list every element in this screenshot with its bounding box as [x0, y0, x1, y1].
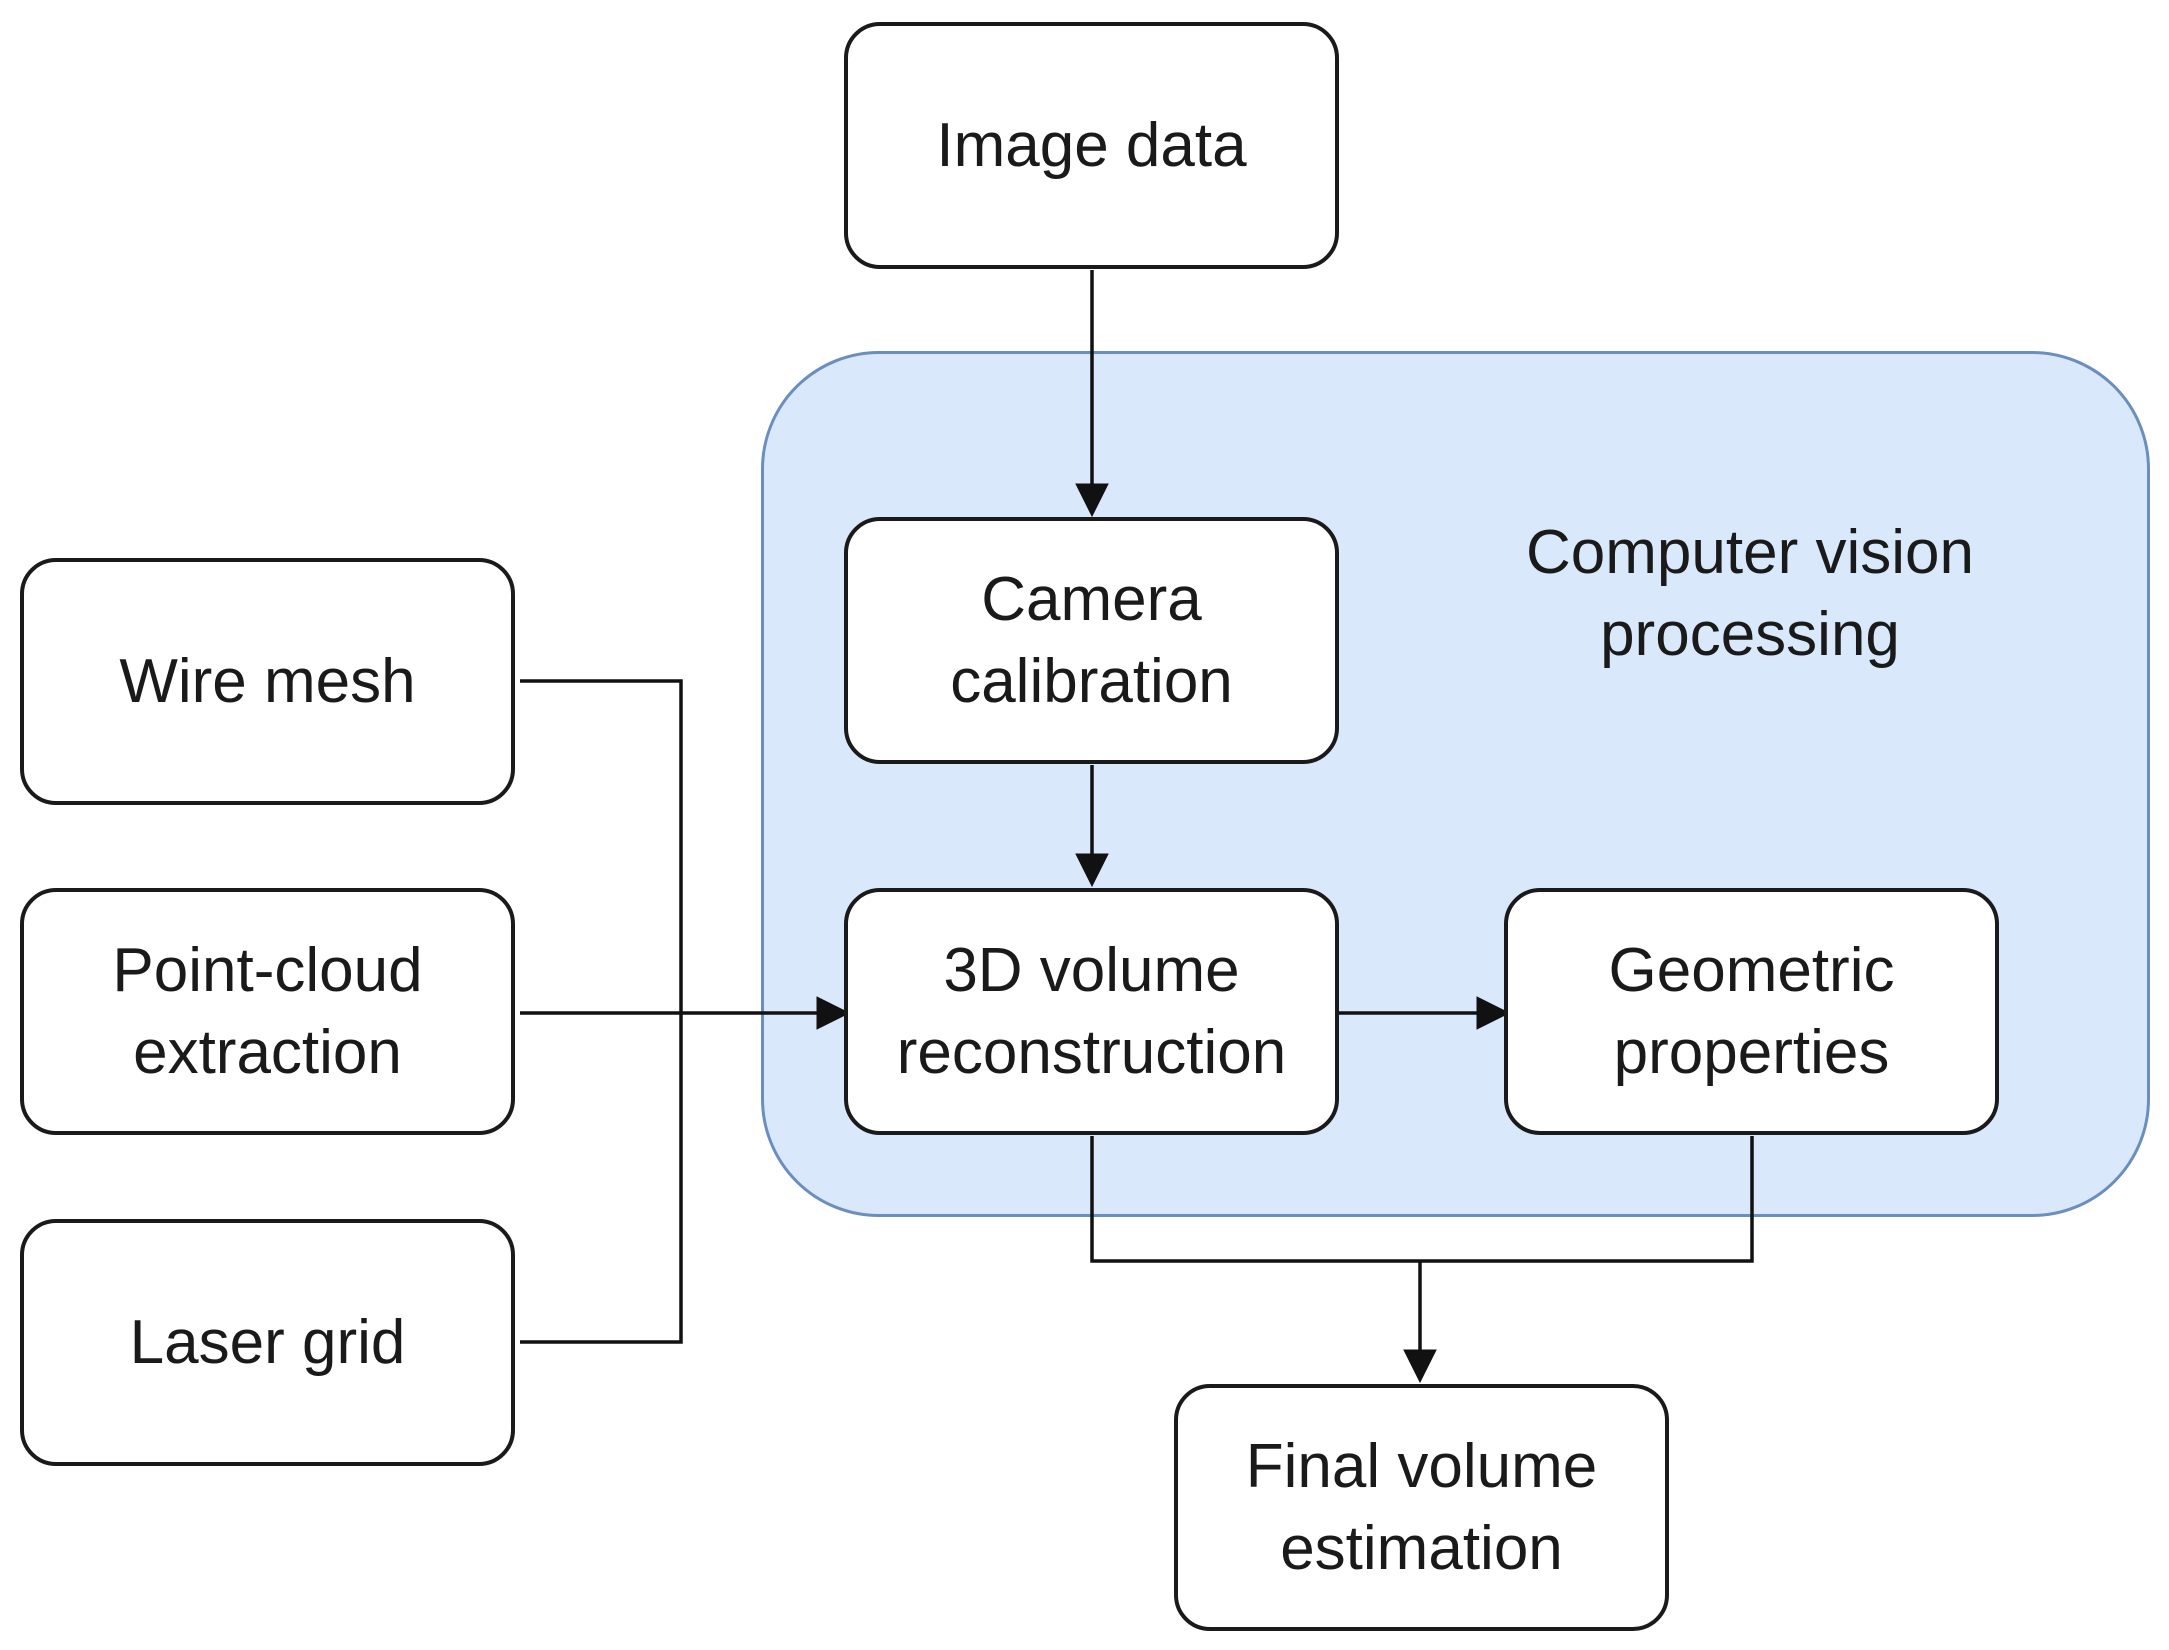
arrowhead-final: [1403, 1349, 1437, 1384]
edge-laser-grid: [520, 1013, 683, 1344]
node-point-cloud-extraction-line-2: extraction: [133, 1017, 402, 1087]
node-wire-mesh-text: Wire mesh: [119, 646, 416, 716]
node-3d-volume-reconstruction-line-1: 3D volume: [943, 935, 1240, 1005]
node-final-volume-estimation: Final volume estimation: [1174, 1384, 1669, 1631]
arrowhead-geometric: [1476, 996, 1511, 1030]
node-image-data: Image data: [844, 22, 1339, 269]
group-label: Computer vision processing: [1420, 512, 2080, 676]
node-camera-calibration-line-2: calibration: [950, 646, 1233, 716]
node-geometric-properties-line-1: Geometric: [1608, 935, 1895, 1005]
node-3d-volume-reconstruction-line-2: reconstruction: [896, 1017, 1287, 1087]
arrowhead-calibration: [1075, 483, 1109, 518]
arrowhead-reconstruction-left: [816, 996, 851, 1030]
node-camera-calibration-line-1: Camera: [981, 564, 1202, 634]
node-final-volume-estimation-line-2: estimation: [1280, 1513, 1563, 1583]
node-wire-mesh: Wire mesh: [20, 558, 515, 805]
group-label-line-1: Computer vision: [1526, 518, 1974, 587]
node-3d-volume-reconstruction: 3D volume reconstruction: [844, 888, 1339, 1135]
node-point-cloud-extraction-line-1: Point-cloud: [112, 935, 423, 1005]
edge-wire-mesh: [520, 679, 683, 1013]
node-final-volume-estimation-line-1: Final volume: [1245, 1431, 1598, 1501]
node-image-data-text: Image data: [936, 110, 1247, 180]
edge-reconstruction-to-merge: [1090, 1136, 1420, 1263]
node-laser-grid: Laser grid: [20, 1219, 515, 1466]
node-laser-grid-text: Laser grid: [129, 1307, 406, 1377]
group-label-line-2: processing: [1600, 600, 1900, 669]
node-point-cloud-extraction: Point-cloud extraction: [20, 888, 515, 1135]
node-geometric-properties-line-2: properties: [1613, 1017, 1890, 1087]
arrowhead-reconstruction-top: [1075, 853, 1109, 888]
edge-geometric-to-merge: [1420, 1136, 1754, 1263]
node-geometric-properties: Geometric properties: [1504, 888, 1999, 1135]
node-camera-calibration: Camera calibration: [844, 517, 1339, 764]
